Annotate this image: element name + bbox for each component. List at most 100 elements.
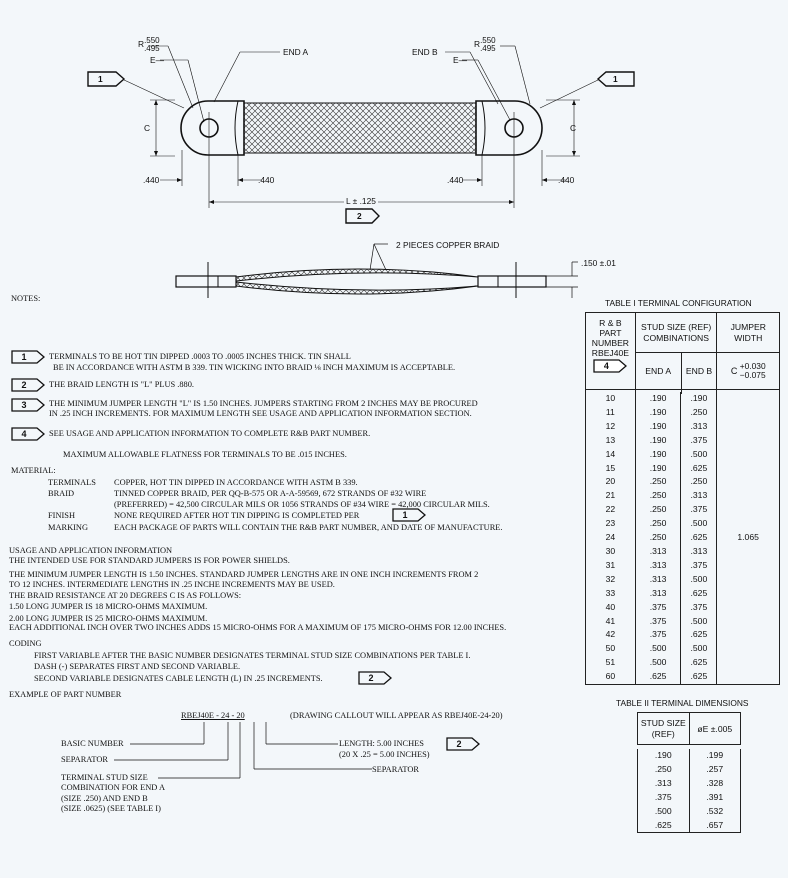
table-row: .500.532: [637, 804, 741, 819]
material-terminals-value: COPPER, HOT TIN DIPPED IN ACCORDANCE WIT…: [114, 478, 358, 487]
coding-title: CODING: [9, 639, 42, 648]
table-1-width-tol-header: C +0.030−0.075: [716, 352, 780, 390]
note-4-line-1: SEE USAGE AND APPLICATION INFORMATION TO…: [49, 429, 371, 438]
coding-line-3: SECOND VARIABLE DESIGNATES CABLE LENGTH …: [34, 674, 323, 683]
stud-size-cell: .625: [637, 818, 690, 834]
end-a-cell: .375: [634, 628, 682, 643]
jumper-side-view: [175, 243, 578, 298]
end-b-cell: .313: [680, 489, 718, 504]
basic-number-label: BASIC NUMBER: [61, 739, 124, 748]
end-b-cell: .500: [680, 614, 718, 629]
end-b-cell: .625: [680, 670, 718, 686]
note-4-flag: 4: [11, 427, 45, 441]
table-row: 11.190.250: [585, 405, 780, 420]
part-number-cell: 11: [585, 405, 636, 420]
stud-size-cell: .500: [637, 804, 690, 819]
part-number-cell: 15: [585, 461, 636, 476]
end-b-cell: .625: [680, 461, 718, 476]
example-part-number: RBEJ40E - 24 - 20: [181, 711, 245, 720]
end-a-cell: .625: [634, 670, 682, 686]
part-number-cell: 14: [585, 447, 636, 462]
table-1: R & B PART NUMBER RBEJ40E 4 STUD SIZE (R…: [585, 312, 780, 394]
stud-size-cell: .250: [637, 762, 690, 777]
dim-440-d: .440: [558, 175, 575, 185]
example-callout: (DRAWING CALLOUT WILL APPEAR AS RBEJ40E-…: [290, 711, 503, 720]
table-2-body: .190.199.250.257.313.328.375.391.500.532…: [637, 749, 741, 834]
material-marking-value: EACH PACKAGE OF PARTS WILL CONTAIN THE R…: [114, 523, 503, 532]
braid-top: [237, 102, 483, 154]
example-leaders: [114, 722, 372, 779]
part-number-cell: 33: [585, 586, 636, 601]
length-flag: 2: [446, 737, 480, 751]
end-b-cell: .500: [680, 517, 718, 532]
stud-size-label-3: (SIZE .250) AND END B: [61, 794, 148, 803]
end-a-cell: .250: [634, 489, 682, 504]
braid-side-top: [235, 268, 479, 282]
table-2-e-header: øE ±.005: [688, 712, 742, 745]
dim-440-a: .440: [143, 175, 160, 185]
end-a-cell: .190: [634, 461, 682, 476]
end-a-cell: .500: [634, 656, 682, 671]
part-number-cell: 10: [585, 392, 636, 406]
end-b-cell: .375: [680, 600, 718, 615]
part-number-cell: 41: [585, 614, 636, 629]
part-number-cell: 51: [585, 656, 636, 671]
table-row: .313.328: [637, 776, 741, 791]
radius-label-left: R.550.495: [138, 36, 160, 53]
end-b-label: END B: [412, 47, 438, 57]
part-number-cell: 24: [585, 531, 636, 545]
flag-2-text: 2: [357, 211, 362, 221]
width-label-left: C: [144, 123, 151, 133]
usage-line-5: THE BRAID RESISTANCE AT 20 DEGREES C IS …: [9, 591, 242, 600]
e-diameter-cell: .199: [688, 749, 741, 763]
e-diameter-cell: .657: [688, 818, 741, 834]
table-1-part-header: R & B PART NUMBER RBEJ40E 4: [585, 312, 636, 390]
coding-line-1: FIRST VARIABLE AFTER THE BASIC NUMBER DE…: [34, 651, 471, 660]
usage-line-6: 1.50 LONG JUMPER IS 18 MICRO-OHMS MAXIMU…: [9, 602, 208, 611]
end-b-cell: .500: [680, 642, 718, 657]
note-2-line-1: THE BRAID LENGTH IS "L" PLUS .880.: [49, 380, 195, 389]
table-row: 50.500.500: [585, 642, 780, 657]
jumper-width-cell: 1.065: [716, 392, 780, 686]
part-number-cell: 42: [585, 628, 636, 643]
stud-size-cell: .190: [637, 749, 690, 763]
end-b-cell: .625: [680, 586, 718, 601]
end-b-cell: .375: [680, 558, 718, 573]
end-a-cell: .190: [634, 392, 682, 406]
part-number-cell: 12: [585, 419, 636, 434]
dim-440-b: .440: [258, 175, 275, 185]
note-3-line-1: THE MINIMUM JUMPER LENGTH "L" IS 1.50 IN…: [49, 399, 478, 408]
flatness-note: MAXIMUM ALLOWABLE FLATNESS FOR TERMINALS…: [63, 450, 347, 459]
material-marking-key: MARKING: [48, 523, 89, 532]
end-b-cell: .375: [680, 433, 718, 448]
example-title: EXAMPLE OF PART NUMBER: [9, 690, 122, 699]
usage-line-3: THE MINIMUM JUMPER LENGTH IS 1.50 INCHES…: [9, 570, 479, 579]
coding-line-2: DASH (-) SEPARATES FIRST AND SECOND VARI…: [34, 662, 241, 671]
material-braid-value-1: TINNED COPPER BRAID, PER QQ-B-575 OR A-A…: [114, 489, 427, 498]
e-diameter-cell: .257: [688, 762, 741, 777]
thickness-label: .150 ±.01: [581, 258, 616, 268]
table-2-title: TABLE II TERMINAL DIMENSIONS: [616, 698, 749, 708]
width-label-right: C: [570, 123, 577, 133]
table-row: 13.190.375: [585, 433, 780, 448]
table-row: 33.313.625: [585, 586, 780, 601]
end-b-cell: .313: [680, 419, 718, 434]
table-row: 41.375.500: [585, 614, 780, 629]
material-braid-value-2: (PREFERRED) = 42,500 CIRCULAR MILS OR 10…: [114, 500, 490, 509]
end-a-cell: .500: [634, 642, 682, 657]
table-1-part-flag: 4: [593, 359, 628, 373]
end-a-cell: .190: [634, 405, 682, 420]
table-1-title: TABLE I TERMINAL CONFIGURATION: [605, 298, 752, 308]
end-a-label: END A: [283, 47, 309, 57]
part-number-cell: 30: [585, 544, 636, 559]
jumper-top-view: [87, 45, 635, 224]
coding-flag: 2: [358, 671, 392, 685]
material-terminals-key: TERMINALS: [48, 478, 96, 487]
table-row: 31.313.375: [585, 558, 780, 573]
part-number-cell: 50: [585, 642, 636, 657]
note-1-line-1: TERMINALS TO BE HOT TIN DIPPED .0003 TO …: [49, 352, 351, 361]
part-number-cell: 32: [585, 572, 636, 587]
table-row: 40.375.375: [585, 600, 780, 615]
table-row: 32.313.500: [585, 572, 780, 587]
material-finish-key: FINISH: [48, 511, 75, 520]
